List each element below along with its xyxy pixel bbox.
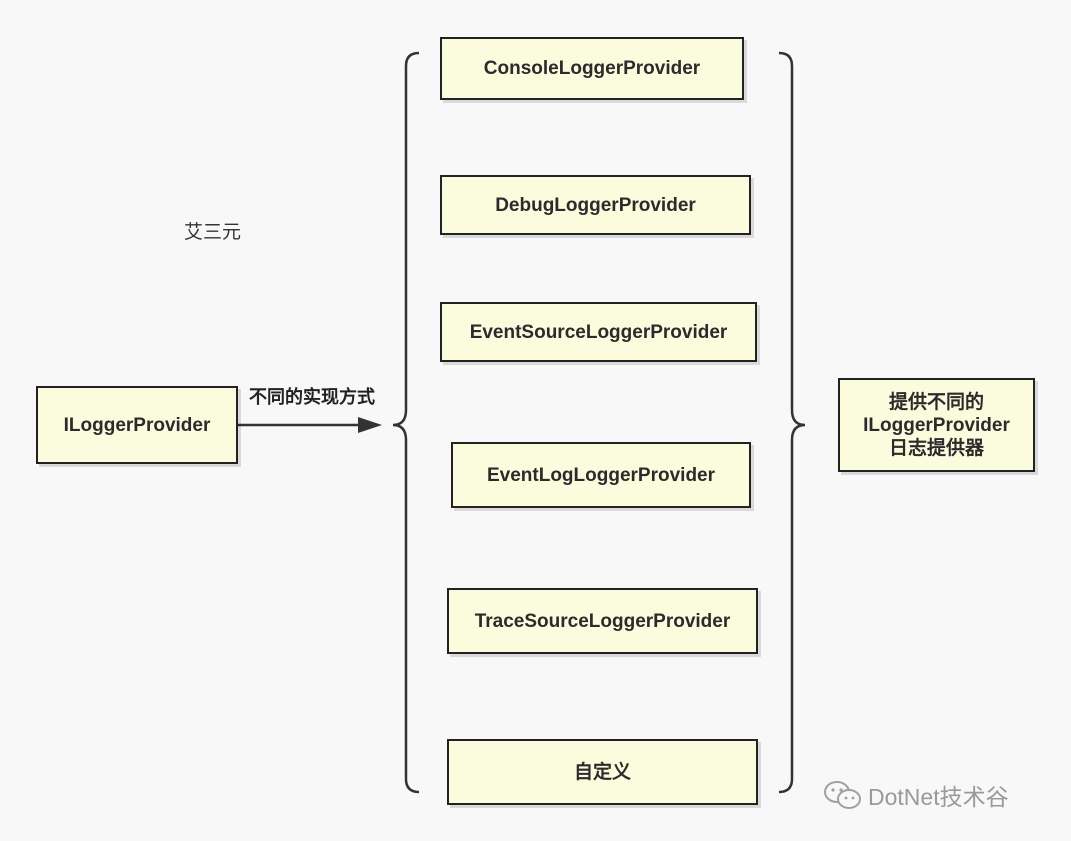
provider-node-tracesource: TraceSourceLoggerProvider (447, 588, 758, 654)
provider-node-custom: 自定义 (447, 739, 758, 805)
edge-label: 不同的实现方式 (249, 387, 375, 407)
result-line-1: 提供不同的 (888, 391, 984, 413)
provider-node-eventsource: EventSourceLoggerProvider (440, 302, 757, 362)
right-brace (778, 51, 806, 794)
watermark: DotNet技术谷 (822, 778, 1009, 812)
result-node: 提供不同的 ILoggerProvider 日志提供器 (838, 378, 1035, 472)
watermark-text: DotNet技术谷 (868, 784, 1009, 810)
author-label: 艾三元 (184, 222, 242, 243)
provider-node-console: ConsoleLoggerProvider (440, 37, 744, 100)
provider-node-eventlog: EventLogLoggerProvider (451, 442, 751, 508)
result-line-3: 日志提供器 (888, 437, 984, 459)
result-line-2: ILoggerProvider (863, 414, 1010, 436)
wechat-icon (824, 781, 861, 809)
provider-node-debug: DebugLoggerProvider (440, 175, 751, 235)
source-node: ILoggerProvider (36, 386, 238, 464)
left-brace (392, 51, 420, 794)
arrow-connector (238, 417, 382, 433)
